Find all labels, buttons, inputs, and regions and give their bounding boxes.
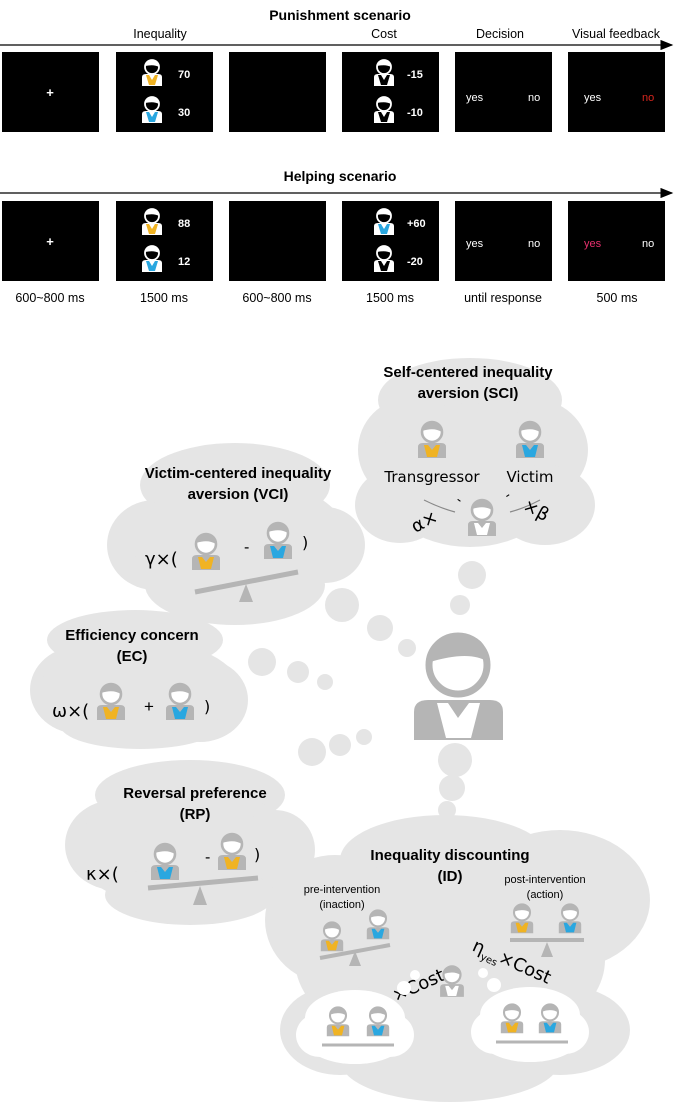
timing-blank: 600~800 ms bbox=[242, 291, 311, 305]
rp-title-line1: Reversal preference bbox=[123, 785, 266, 802]
inequality-header: Inequality bbox=[133, 27, 187, 41]
rp-seesaw-fulcrum bbox=[193, 886, 207, 905]
vci-minus: - bbox=[244, 539, 249, 556]
ec-title-line1: Efficiency concern bbox=[65, 627, 198, 644]
id-post-intervention-line2: (action) bbox=[527, 889, 564, 901]
punishment-inequality-screen bbox=[116, 52, 213, 132]
vci-gamma-prefix: γ×( bbox=[145, 549, 178, 570]
timing-inequality: 1500 ms bbox=[140, 291, 188, 305]
sci-victim-label: Victim bbox=[506, 468, 553, 486]
timing-feedback: 500 ms bbox=[597, 291, 638, 305]
rp-seesaw-beam bbox=[147, 875, 259, 891]
helping-decision-yes: yes bbox=[466, 238, 484, 250]
rp-title-line2: (RP) bbox=[180, 806, 211, 823]
timing-fixation: 600~800 ms bbox=[15, 291, 84, 305]
punishment-scenario-title: Punishment scenario bbox=[269, 7, 411, 23]
id-title-line2: (ID) bbox=[438, 868, 463, 885]
punishment-inequality-top-value: 70 bbox=[178, 69, 190, 81]
helping-inequality-screen bbox=[116, 201, 213, 281]
helping-feedback-screen bbox=[568, 201, 665, 281]
vci-title-line2: aversion (VCI) bbox=[188, 486, 289, 503]
punishment-fixation-cross: + bbox=[46, 85, 54, 100]
timing-decision: until response bbox=[464, 291, 542, 305]
ec-suffix: ) bbox=[204, 697, 210, 716]
helping-feedback-no: no bbox=[642, 238, 654, 250]
punishment-decision-screen bbox=[455, 52, 552, 132]
central-person-icon bbox=[414, 632, 503, 740]
helping-decision-no: no bbox=[528, 238, 540, 250]
vci-suffix: ) bbox=[302, 533, 308, 552]
sci-title-line2: aversion (SCI) bbox=[418, 385, 519, 402]
punishment-feedback-yes: yes bbox=[584, 92, 602, 104]
helping-cost-bottom-value: -20 bbox=[407, 256, 423, 268]
sci-left-bracket bbox=[423, 499, 456, 513]
rp-suffix: ) bbox=[254, 845, 260, 864]
helping-fixation-cross: + bbox=[46, 234, 54, 249]
punishment-feedback-no-selected: no bbox=[642, 92, 654, 104]
helping-inequality-bottom-value: 12 bbox=[178, 256, 190, 268]
punishment-blank-screen bbox=[229, 52, 326, 132]
ec-plus: + bbox=[144, 697, 154, 716]
sci-right-bracket bbox=[509, 499, 541, 513]
id-pre-seesaw-fulcrum bbox=[349, 951, 361, 966]
visual-feedback-header: Visual feedback bbox=[572, 27, 661, 41]
punishment-decision-yes: yes bbox=[466, 92, 484, 104]
id-post-intervention-line1: post-intervention bbox=[504, 874, 585, 886]
sci-title-line1: Self-centered inequality bbox=[383, 364, 553, 381]
punishment-decision-no: no bbox=[528, 92, 540, 104]
ec-title-line2: (EC) bbox=[117, 648, 148, 665]
id-pre-intervention-line1: pre-intervention bbox=[304, 884, 380, 896]
helping-blank-screen bbox=[229, 201, 326, 281]
ec-omega-prefix: ω×( bbox=[52, 701, 89, 722]
timing-cost: 1500 ms bbox=[366, 291, 414, 305]
id-post-seesaw-fulcrum bbox=[541, 942, 553, 957]
decision-header: Decision bbox=[476, 27, 524, 41]
thought-bubbles bbox=[248, 561, 486, 819]
sci-transgressor-label: Transgressor bbox=[383, 468, 480, 486]
vci-seesaw-beam bbox=[194, 569, 299, 595]
rp-kappa-prefix: κ×( bbox=[86, 864, 119, 885]
helping-cost-top-value: +60 bbox=[407, 218, 426, 230]
punishment-cost-bottom-value: -10 bbox=[407, 107, 423, 119]
id-pre-intervention-line2: (inaction) bbox=[319, 899, 364, 911]
punishment-feedback-screen bbox=[568, 52, 665, 132]
punishment-fixation-screen bbox=[2, 52, 99, 132]
helping-inequality-top-value: 88 bbox=[178, 218, 190, 230]
punishment-cost-top-value: -15 bbox=[407, 69, 423, 81]
vci-title-line1: Victim-centered inequality bbox=[145, 465, 332, 482]
helping-scenario-title: Helping scenario bbox=[284, 168, 397, 184]
rp-minus: - bbox=[205, 849, 210, 866]
helping-feedback-yes-selected: yes bbox=[584, 238, 602, 250]
helping-decision-screen bbox=[455, 201, 552, 281]
punishment-inequality-bottom-value: 30 bbox=[178, 107, 190, 119]
helping-fixation-screen bbox=[2, 201, 99, 281]
vci-seesaw-fulcrum bbox=[239, 584, 253, 602]
id-title-line1: Inequality discounting bbox=[370, 847, 529, 864]
cost-header: Cost bbox=[371, 27, 397, 41]
